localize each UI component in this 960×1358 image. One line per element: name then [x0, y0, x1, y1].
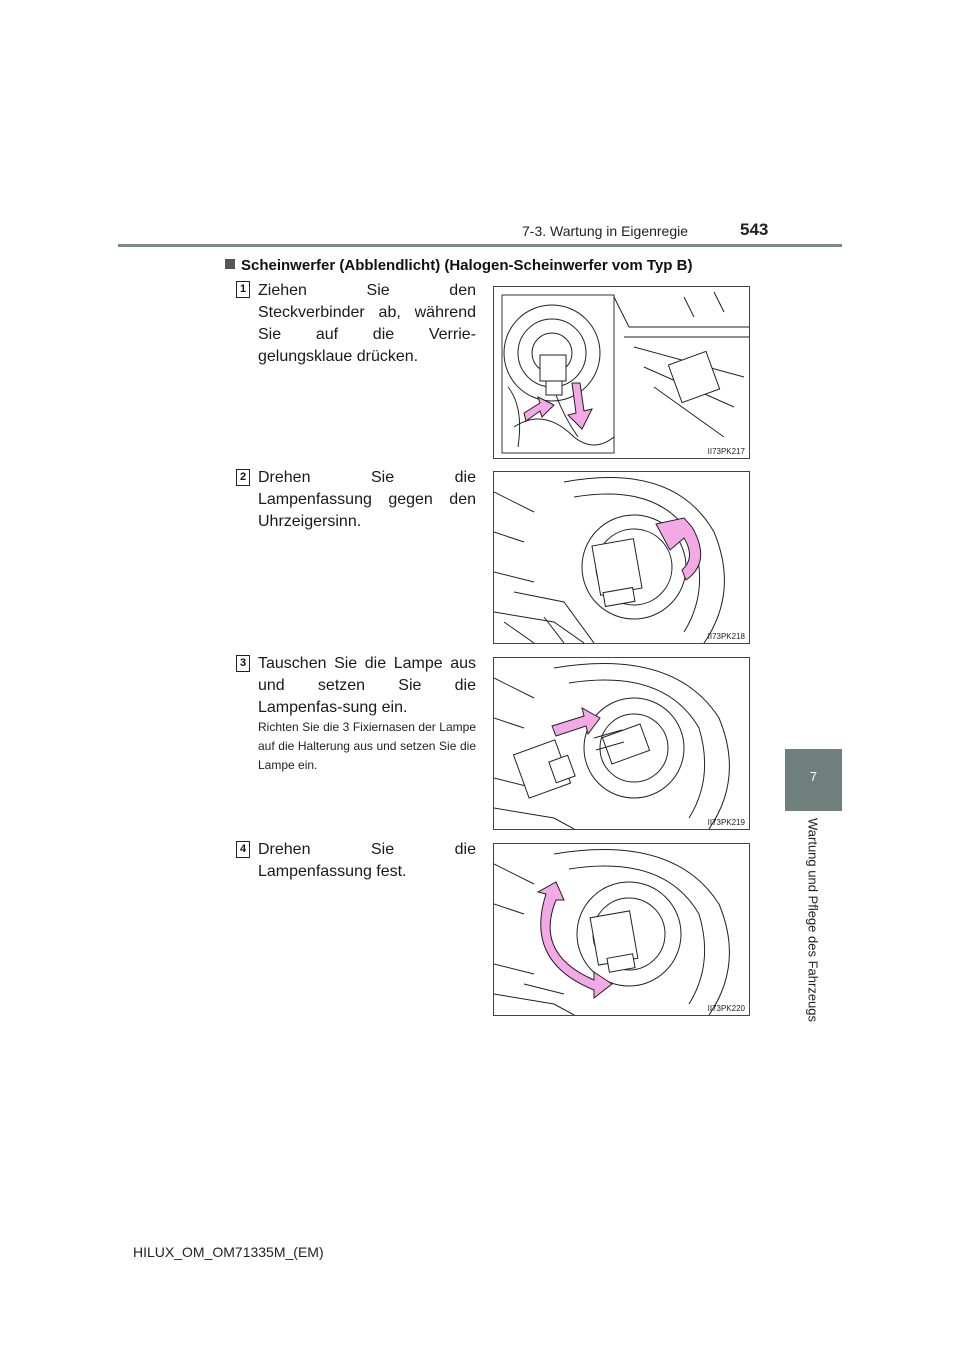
header-section-title: 7-3. Wartung in Eigenregie — [522, 223, 689, 239]
figure-code-4: II73PK220 — [707, 1004, 745, 1013]
step-number-2: 2 — [236, 469, 250, 486]
chapter-tab[interactable]: 7 — [785, 749, 842, 811]
chapter-tab-number: 7 — [809, 769, 818, 784]
figure-step-4: II73PK220 — [493, 843, 750, 1016]
figure-code-2: II73PK218 — [707, 632, 745, 641]
illustration-tighten-socket — [494, 849, 730, 1015]
step-text-2: Drehen Sie die Lampenfassung gegen den U… — [258, 469, 476, 530]
figure-step-1: II73PK217 — [493, 286, 750, 459]
figure-step-3: II73PK219 — [493, 657, 750, 830]
figure-code-1: II73PK217 — [707, 447, 745, 456]
pull-arrow-icon — [567, 382, 593, 430]
step-text-3: Tauschen Sie die Lampe aus und setzen Si… — [258, 655, 476, 716]
counterclockwise-arrow-icon — [655, 517, 702, 581]
figure-code-3: II73PK219 — [707, 818, 745, 827]
illustration-replace-bulb — [494, 663, 730, 829]
step-number-3: 3 — [236, 655, 250, 672]
figure-step-2: II73PK218 — [493, 471, 750, 644]
clockwise-arrow-icon — [536, 881, 613, 1000]
section-heading-text: Scheinwerfer (Abblendlicht) (Halogen-Sch… — [241, 257, 693, 274]
illustration-turn-socket-ccw — [494, 477, 725, 643]
step-number-4: 4 — [236, 841, 250, 858]
document-code: HILUX_OM_OM71335M_(EM) — [133, 1244, 324, 1260]
page-number: 543 — [740, 220, 769, 239]
section-heading: Scheinwerfer (Abblendlicht) (Halogen-Sch… — [225, 257, 692, 274]
header-rule — [118, 244, 842, 247]
push-arrow-icon — [523, 396, 555, 422]
step-text-4: Drehen Sie die Lampenfassung fest. — [258, 841, 476, 880]
step-note-3: Richten Sie die 3 Fixiernasen der Lampe … — [258, 720, 476, 772]
insert-arrow-icon — [551, 707, 601, 737]
chapter-tab-label: Wartung und Pflege des Fahrzeugs — [805, 817, 821, 1023]
square-bullet-icon — [225, 259, 235, 269]
illustration-disconnect-connector — [501, 291, 749, 454]
step-text-1: Ziehen Sie den Steckverbinder ab, währen… — [258, 282, 476, 365]
step-number-1: 1 — [236, 281, 250, 298]
